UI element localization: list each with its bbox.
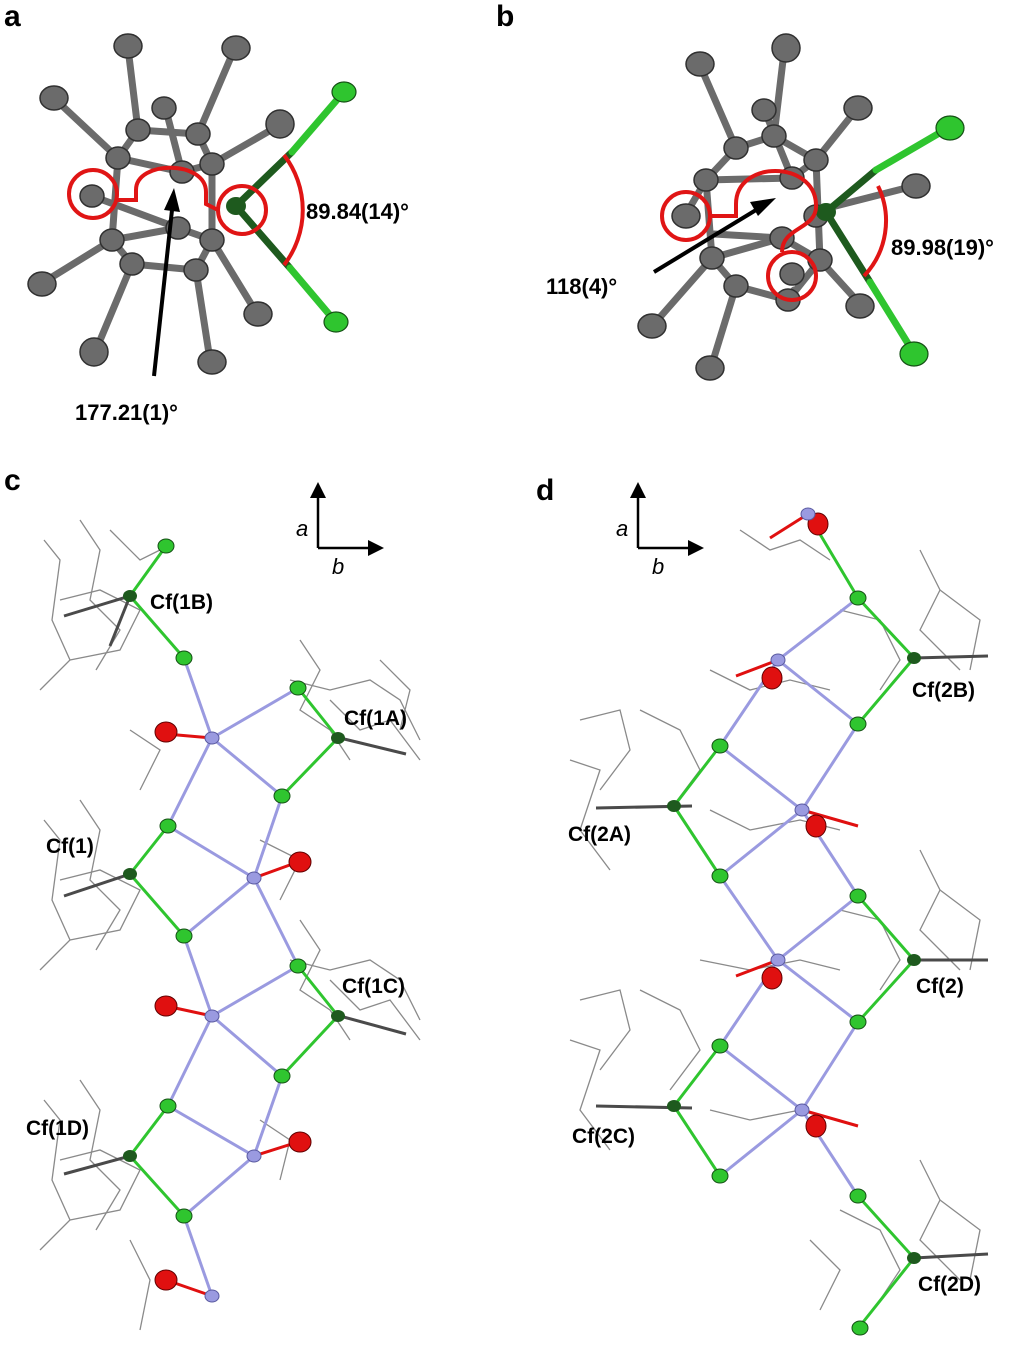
panel-d-axes — [630, 482, 704, 556]
panel-a-angle-arrow — [152, 188, 180, 377]
panel-a-centroid-highlights — [67, 153, 305, 267]
panel-d-li-atoms — [770, 507, 816, 1117]
panel-d-axis-b: b — [652, 554, 665, 579]
panel-b-cl-atom-bottom — [899, 341, 929, 367]
panel-d-ligands — [569, 529, 981, 1311]
panel-c-li-atoms — [204, 731, 262, 1303]
panel-label-c: c — [4, 464, 21, 497]
panel-c-cf-bonds — [63, 594, 407, 1176]
panel-c-axes — [310, 482, 384, 556]
panel-b-carbon-atoms — [637, 33, 931, 381]
panel-b-cf-atom — [816, 203, 836, 221]
panel-d-cl-atoms — [711, 590, 869, 1336]
panel-c-label-cf1d: Cf(1D) — [26, 1117, 89, 1140]
panel-c-label-cf1: Cf(1) — [46, 835, 94, 858]
panel-c-axis-a: a — [296, 516, 309, 541]
panel-d-chain — [569, 482, 989, 1336]
panel-b-cl-atom-top — [935, 115, 965, 141]
panel-a-angle-bottom: 177.21(1)° — [75, 400, 178, 425]
panel-a-molecule — [27, 33, 357, 377]
panel-label-d: d — [536, 474, 555, 507]
panel-b-angle-right: 89.98(19)° — [891, 235, 994, 260]
panel-c-label-cf1a: Cf(1A) — [344, 707, 407, 730]
panel-c-chain-bonds — [128, 545, 340, 1298]
panel-c-cl-atoms — [157, 538, 307, 1224]
panel-d-axis-a: a — [616, 516, 629, 541]
panel-d-label-cf2c: Cf(2C) — [572, 1125, 635, 1148]
panel-d-chain-bonds — [672, 512, 916, 1327]
panel-c-label-cf1b: Cf(1B) — [150, 591, 213, 614]
panel-c-o-atoms — [154, 721, 312, 1291]
panel-c-cf-atoms — [123, 590, 345, 1162]
panel-d-label-cf2: Cf(2) — [916, 975, 964, 998]
panel-d-cf-bonds — [595, 654, 989, 1260]
panel-c-label-cf1c: Cf(1C) — [342, 975, 405, 998]
panel-d-cf-atoms — [667, 652, 921, 1264]
panel-a-cl-bonds — [232, 90, 346, 324]
panel-a-cf-atom — [226, 197, 246, 215]
panel-b-cl-bonds — [822, 124, 952, 354]
panel-label-a: a — [4, 0, 21, 33]
panel-a-cl-atom-bottom — [323, 311, 349, 333]
panel-label-b: b — [496, 0, 515, 33]
panel-d-label-cf2d: Cf(2D) — [918, 1273, 981, 1296]
panel-c-ligands — [39, 519, 421, 1331]
panel-c-chain — [39, 482, 421, 1331]
panel-d-label-cf2b: Cf(2B) — [912, 679, 975, 702]
panel-d-o-atoms — [761, 512, 829, 1138]
panel-b-molecule — [637, 33, 965, 381]
panel-b-angle-left: 118(4)° — [546, 274, 618, 299]
panel-b-angle-arrow — [652, 198, 776, 274]
panel-a-cl-atom-top — [331, 81, 357, 103]
panel-b-centroid-highlights — [660, 169, 888, 302]
panel-d-label-cf2a: Cf(2A) — [568, 823, 631, 846]
panel-c-axis-b: b — [332, 554, 345, 579]
panel-a-angle-right: 89.84(14)° — [306, 199, 409, 224]
